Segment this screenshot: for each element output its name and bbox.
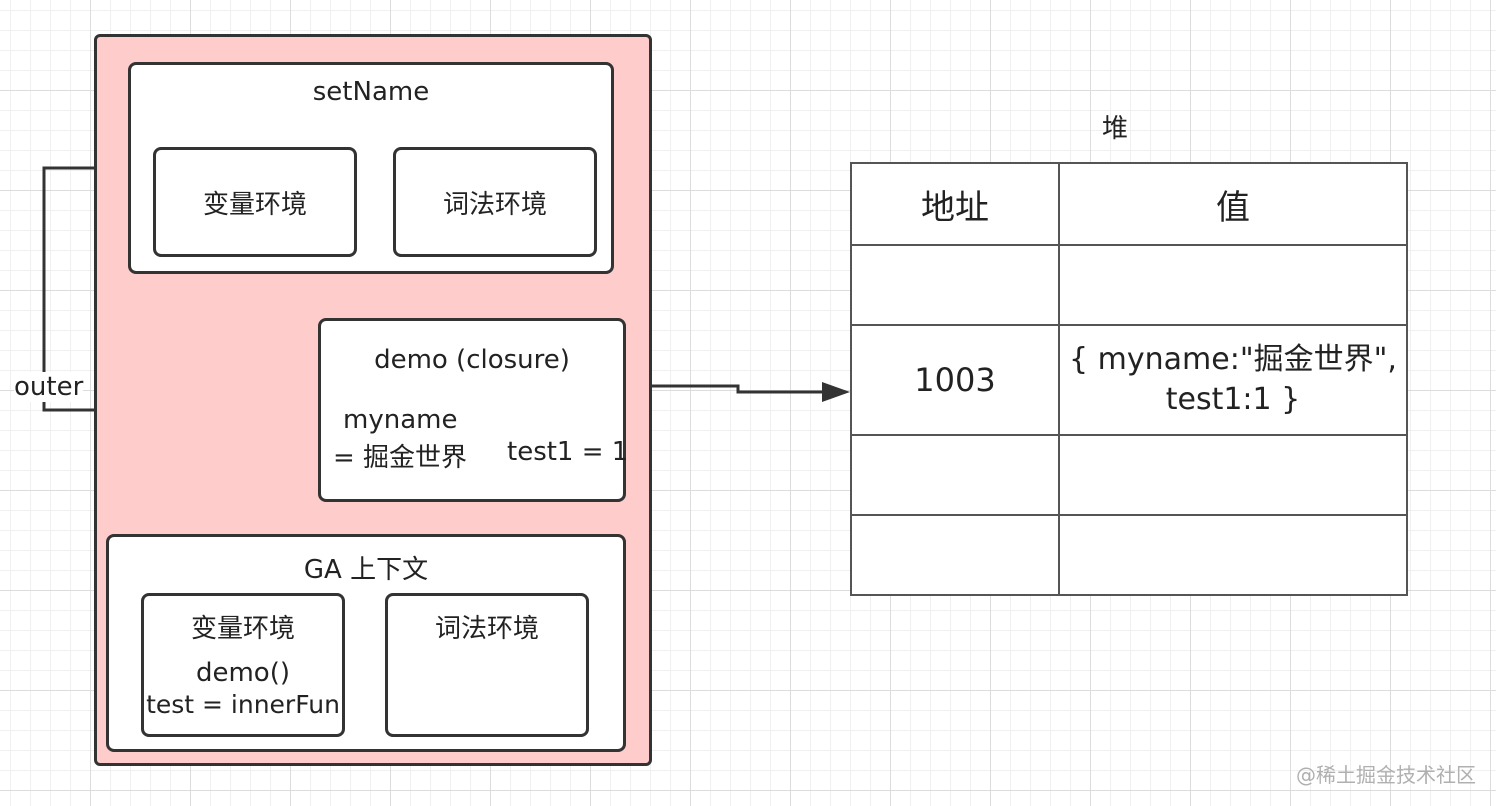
- ga-lexical-env: 词法环境: [385, 593, 589, 737]
- closure-myname-line2: = 掘金世界: [333, 443, 468, 473]
- watermark: @稀土掘金技术社区: [1296, 763, 1476, 787]
- heap-value-cell: [1058, 244, 1408, 326]
- closure-to-heap-arrowhead: [822, 382, 850, 402]
- ga-lexical-env-title: 词法环境: [434, 614, 539, 644]
- closure-myname-line1: myname: [343, 405, 458, 435]
- heap-address-cell: [850, 434, 1060, 516]
- heap-address-cell: 1003: [850, 324, 1060, 436]
- ga-variable-env: 变量环境 demo() test = innerFun: [141, 593, 345, 737]
- heap-header-value: 值: [1058, 162, 1408, 246]
- closure-to-heap-line: [624, 384, 824, 394]
- table-row: [850, 514, 1408, 596]
- heap-value-cell: { myname:"掘金世界", test1:1 }: [1058, 324, 1408, 436]
- closure-title: demo (closure): [374, 345, 570, 375]
- setname-variable-env-label: 变量环境: [202, 189, 307, 220]
- ga-variable-env-title: 变量环境: [190, 614, 295, 644]
- closure-test1: test1 = 1: [507, 437, 629, 467]
- ga-context-box: GA 上下文 变量环境 demo() test = innerFun 词法环境: [106, 534, 626, 752]
- table-row: [850, 244, 1408, 326]
- heap-header-row: 地址 值: [850, 162, 1408, 246]
- setname-title: setName: [312, 77, 430, 107]
- heap-address-cell: [850, 514, 1060, 596]
- heap-address-cell: [850, 244, 1060, 326]
- setname-lexical-env: 词法环境: [393, 147, 597, 257]
- table-row: [850, 434, 1408, 516]
- setname-variable-env: 变量环境: [153, 147, 357, 257]
- heap-title: 堆: [1102, 114, 1129, 144]
- table-row: 1003 { myname:"掘金世界", test1:1 }: [850, 324, 1408, 436]
- heap-value-cell: [1058, 434, 1408, 516]
- setname-lexical-env-label: 词法环境: [442, 189, 547, 220]
- ga-variable-env-line1: demo(): [195, 658, 291, 688]
- heap-value-cell: [1058, 514, 1408, 596]
- closure-box: demo (closure) myname = 掘金世界 test1 = 1: [318, 318, 629, 502]
- heap-header-address: 地址: [850, 162, 1060, 246]
- setname-context-box: setName 变量环境 词法环境: [128, 62, 614, 274]
- heap-table: 地址 值 1003 { myname:"掘金世界", test1:1 }: [850, 162, 1408, 596]
- outer-label: outer: [14, 372, 84, 402]
- ga-variable-env-line2: test = innerFun: [146, 690, 340, 719]
- ga-title: GA 上下文: [303, 555, 429, 585]
